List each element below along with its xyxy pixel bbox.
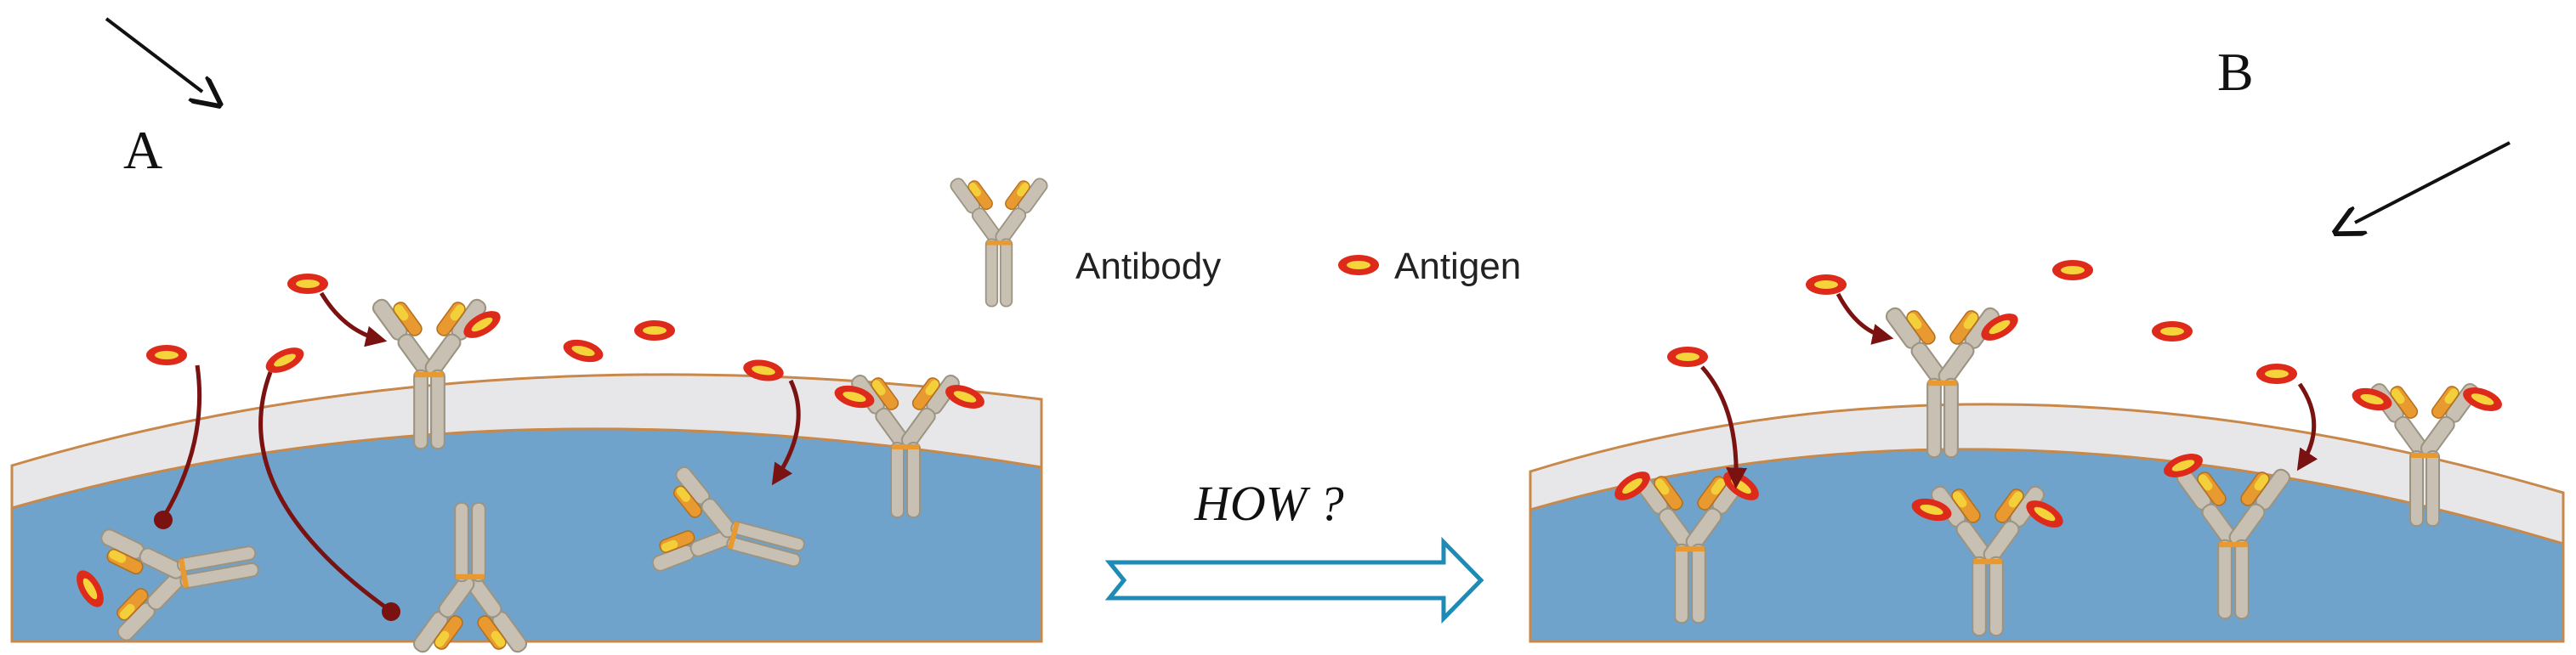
transition: HOW ? (1104, 476, 1484, 624)
panel-label-a: A (123, 120, 162, 180)
antigen-b-free-3 (1667, 347, 1708, 367)
pathway-arrow-a-3 (258, 371, 391, 613)
how-label: HOW ? (1194, 476, 1344, 531)
panel-label-b: B (2217, 42, 2254, 102)
legend-antigen-icon (1338, 255, 1379, 275)
pathway-arrow-b-3 (2296, 382, 2318, 471)
antigen-b-free-4 (2152, 321, 2193, 342)
transition-arrow (1104, 536, 1484, 624)
legend-antigen-label: Antigen (1394, 246, 1521, 287)
antigen-a-free-5 (634, 320, 675, 341)
legend-antibody-icon (947, 168, 1051, 308)
antigen-b-free-2 (2052, 260, 2093, 280)
antigen-a-free-2 (146, 345, 187, 365)
pathway-endpoint-a-2 (154, 511, 173, 529)
panel-b: B (1529, 42, 2565, 643)
pointer-arrow-b (2355, 141, 2511, 223)
antigen-a-free-4 (560, 336, 606, 366)
pathway-arrow-b-2 (1700, 365, 1748, 489)
pathway-arrow-a-4 (771, 379, 801, 486)
pathway-arrow-b-1 (1836, 292, 1894, 345)
panel-a: A (10, 17, 1043, 655)
cell-b-interior (1529, 448, 2565, 643)
pointer-arrow-a (105, 17, 202, 92)
pathway-endpoint-a-3 (382, 602, 400, 621)
antigen-a-free-1 (287, 274, 328, 294)
legend-antibody-label: Antibody (1075, 246, 1221, 287)
antigen-b-free-1 (1806, 274, 1847, 295)
antigen-b-free-5 (2256, 364, 2297, 384)
pathway-arrow-a-1 (319, 291, 388, 347)
pathway-arrow-a-2 (162, 364, 202, 518)
legend: Antibody Antigen (947, 168, 1521, 308)
